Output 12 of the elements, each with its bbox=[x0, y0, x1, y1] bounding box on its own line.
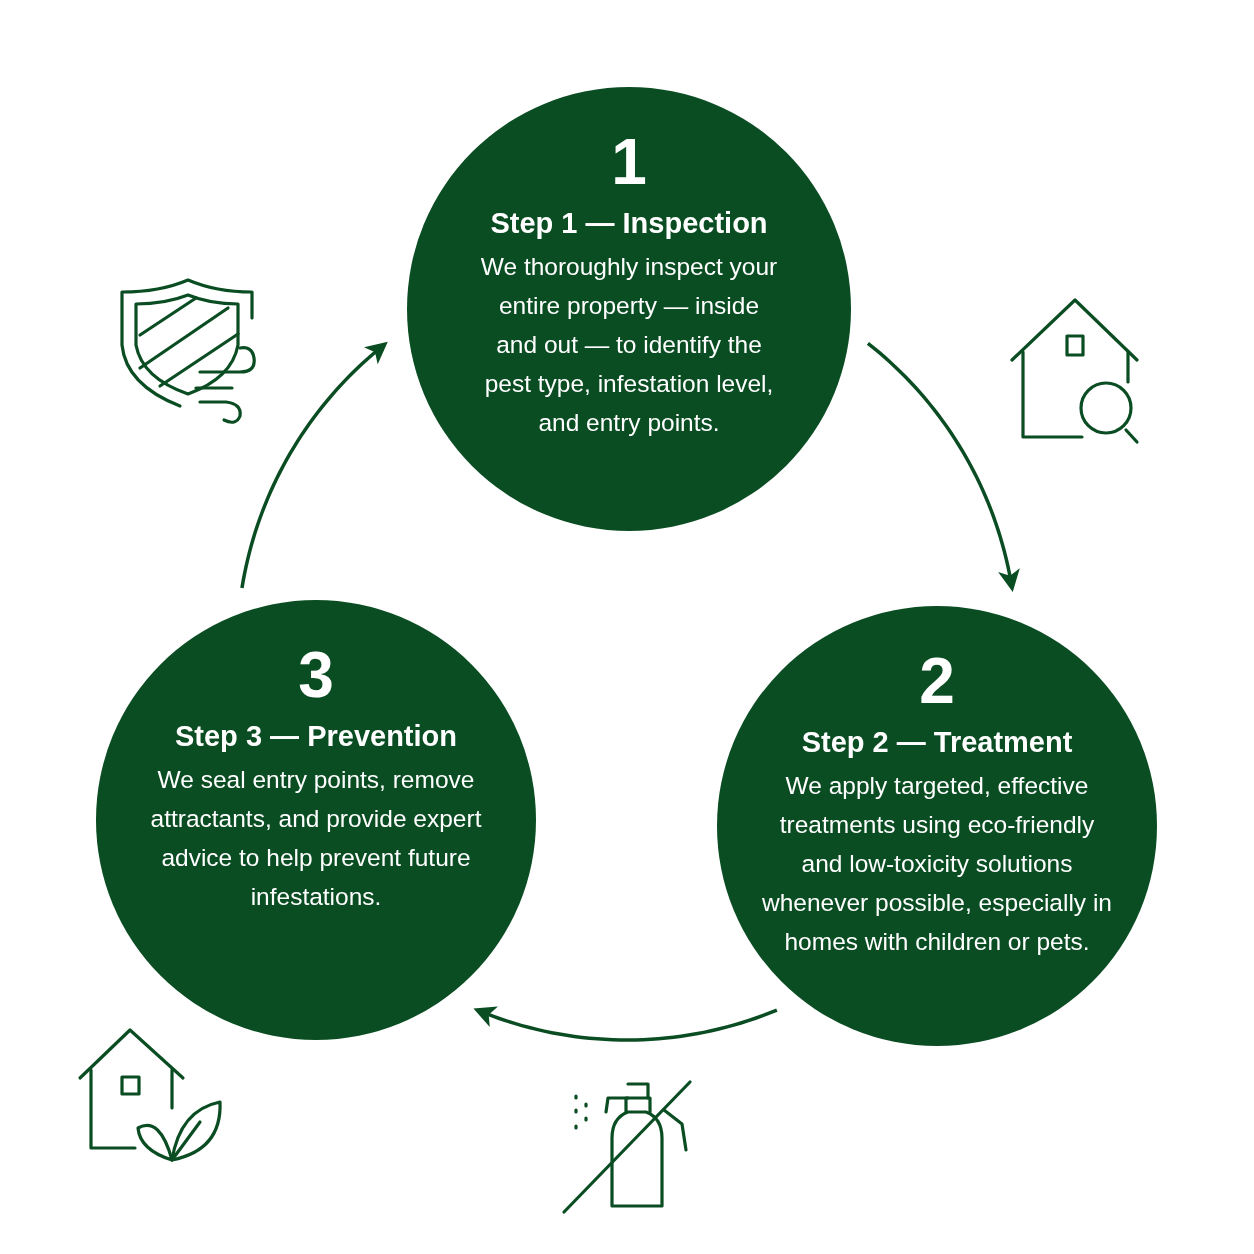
curved-arrow bbox=[866, 341, 1020, 592]
step-number: 3 bbox=[298, 640, 334, 710]
step-description: We apply targeted, effective treatments using eco-friendly and low-toxicity solutions whenever possible, especially in homes with children or pets. bbox=[762, 771, 1112, 957]
curved-arrow bbox=[473, 1006, 778, 1042]
step-description: We seal entry points, remove attractants, and provide expert advice to help prevent future infestations. bbox=[149, 765, 483, 912]
step-heading: Step 2 — Treatment bbox=[801, 725, 1073, 760]
step-heading: Step 1 — Inspection bbox=[490, 206, 768, 241]
step-description: We thoroughly inspect your entire property — inside and out — to identify the pest type, infestation level, and entry points. bbox=[479, 252, 779, 438]
curved-arrow bbox=[240, 341, 388, 589]
step-heading: Step 3 — Prevention bbox=[175, 719, 457, 754]
step-number: 2 bbox=[919, 646, 955, 716]
step-number: 1 bbox=[611, 127, 647, 197]
